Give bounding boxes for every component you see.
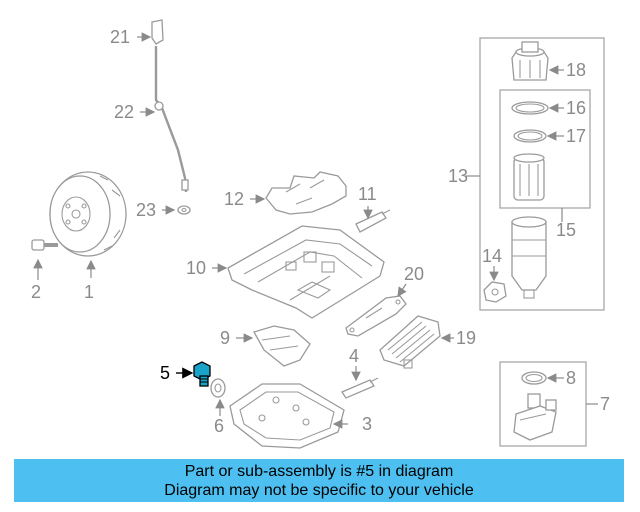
part-17-o-ring[interactable]	[513, 129, 547, 143]
part-10-oil-pump-assembly[interactable]	[227, 225, 385, 319]
callout-21: 21	[110, 27, 130, 47]
part-1-pulley[interactable]	[49, 171, 127, 257]
callout-23: 23	[136, 200, 156, 220]
callout-1: 1	[84, 282, 94, 302]
part-5-drain-plug[interactable]	[193, 361, 211, 387]
part-8-o-ring[interactable]	[521, 371, 547, 385]
part-7-oil-level-sensor[interactable]	[513, 393, 557, 441]
callout-6: 6	[214, 416, 224, 436]
callout-10: 10	[186, 258, 206, 278]
part-filter-housing[interactable]	[511, 216, 547, 299]
callout-22: 22	[114, 102, 134, 122]
part-14-seal[interactable]	[483, 281, 507, 303]
assembly-box-13	[479, 37, 605, 311]
callout-19: 19	[456, 328, 476, 348]
part-18-filter-cap[interactable]	[511, 41, 549, 81]
part-4-sealant-tube[interactable]	[341, 377, 379, 399]
callout-17: 17	[566, 126, 586, 146]
callout-16: 16	[566, 98, 586, 118]
assembly-box-15	[499, 89, 591, 209]
part-20-gasket[interactable]	[345, 295, 407, 337]
callout-13: 13	[448, 166, 468, 186]
callout-3: 3	[362, 414, 372, 434]
callout-2: 2	[31, 282, 41, 302]
callout-12: 12	[224, 189, 244, 209]
callout-5: 5	[160, 363, 170, 383]
part-23-washer[interactable]	[177, 205, 191, 215]
callout-8: 8	[566, 368, 576, 388]
part-15-filter-element[interactable]	[513, 153, 545, 201]
info-banner: Part or sub-assembly is #5 in diagram Di…	[14, 459, 624, 502]
part-3-oil-pan[interactable]	[229, 383, 345, 449]
part-22-dipstick-tube[interactable]	[154, 46, 189, 193]
part-9-baffle[interactable]	[253, 325, 311, 367]
banner-line-2: Diagram may not be specific to your vehi…	[164, 482, 474, 499]
part-11-sealant-tube[interactable]	[355, 209, 391, 233]
callout-4: 4	[349, 346, 359, 366]
callout-20: 20	[404, 264, 424, 284]
callout-11: 11	[358, 184, 377, 204]
callout-15: 15	[556, 220, 576, 240]
callout-14: 14	[482, 246, 502, 266]
part-21-dipstick-handle[interactable]	[151, 19, 164, 45]
callout-7: 7	[600, 394, 610, 414]
part-16-o-ring[interactable]	[511, 101, 549, 115]
part-2-bolt[interactable]	[31, 239, 58, 251]
part-6-washer[interactable]	[210, 378, 226, 398]
part-19-oil-cooler[interactable]	[379, 315, 441, 369]
callout-18: 18	[566, 60, 586, 80]
part-12-cover[interactable]	[265, 171, 347, 215]
banner-line-1: Part or sub-assembly is #5 in diagram	[184, 463, 454, 480]
callout-9: 9	[220, 328, 230, 348]
